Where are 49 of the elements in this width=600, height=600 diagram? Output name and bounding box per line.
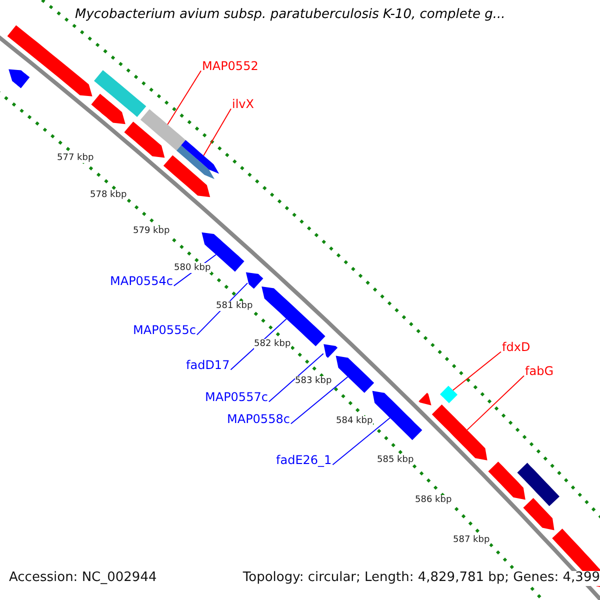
gene-feature <box>372 390 422 440</box>
leader-line <box>167 70 202 126</box>
gene-label: MAP0552 <box>202 60 258 74</box>
footer-text: Accession: NC_002944 <box>9 571 157 586</box>
gene-label: MAP0555c <box>133 324 196 338</box>
gene-label: fadD17 <box>186 359 230 373</box>
gene-label: ilvX <box>232 98 254 112</box>
gene-label: MAP0554c <box>110 275 173 289</box>
gene-feature <box>176 140 220 180</box>
gene-feature <box>163 155 210 198</box>
gene-feature <box>124 122 165 158</box>
scale-label: 579 kbp <box>133 226 170 236</box>
gene-feature <box>523 498 554 530</box>
gene-label: fadE26_1 <box>276 454 332 468</box>
leader-line <box>268 353 324 402</box>
gene-feature <box>336 356 374 393</box>
gene-feature <box>91 94 126 124</box>
gene-label: fdxD <box>502 341 530 355</box>
gene-feature <box>324 344 338 358</box>
gene-feature <box>517 462 560 506</box>
leader-line <box>332 417 390 466</box>
gene-feature <box>432 404 488 460</box>
scale-label: 584 kbp <box>336 416 373 426</box>
gene-label: MAP0557c <box>205 391 268 405</box>
leader-line <box>466 375 524 430</box>
gene-feature <box>140 109 186 151</box>
gene-feature <box>246 272 264 289</box>
gene-label: MAP0558c <box>227 413 290 427</box>
gene-feature <box>94 70 146 117</box>
scale-label: 582 kbp <box>254 339 291 350</box>
gene-feature <box>418 392 432 406</box>
scale-label: 587 kbp <box>453 535 490 546</box>
gene-feature <box>7 25 92 96</box>
scale-label: 586 kbp <box>415 495 452 506</box>
gene-label: fabG <box>525 365 554 379</box>
scale-label: 585 kbp <box>377 455 414 466</box>
leader-line <box>290 376 348 424</box>
gene-feature <box>440 386 458 404</box>
gene-feature <box>8 69 30 88</box>
scale-label: 577 kbp <box>57 153 94 164</box>
scale-label: 578 kbp <box>90 190 127 200</box>
scale-label: 581 kbp <box>216 301 253 312</box>
scale-label: 580 kbp <box>174 263 211 274</box>
scale-label: 583 kbp <box>295 376 332 386</box>
footer-text: Topology: circular; Length: 4,829,781 bp; Genes: 4,399 <box>242 571 600 586</box>
gene-feature <box>488 462 526 500</box>
leader-line <box>203 108 232 156</box>
leader-line <box>452 351 502 391</box>
map-title: Mycobacterium avium subsp. paratuberculosis K-10, complete g... <box>75 8 506 23</box>
